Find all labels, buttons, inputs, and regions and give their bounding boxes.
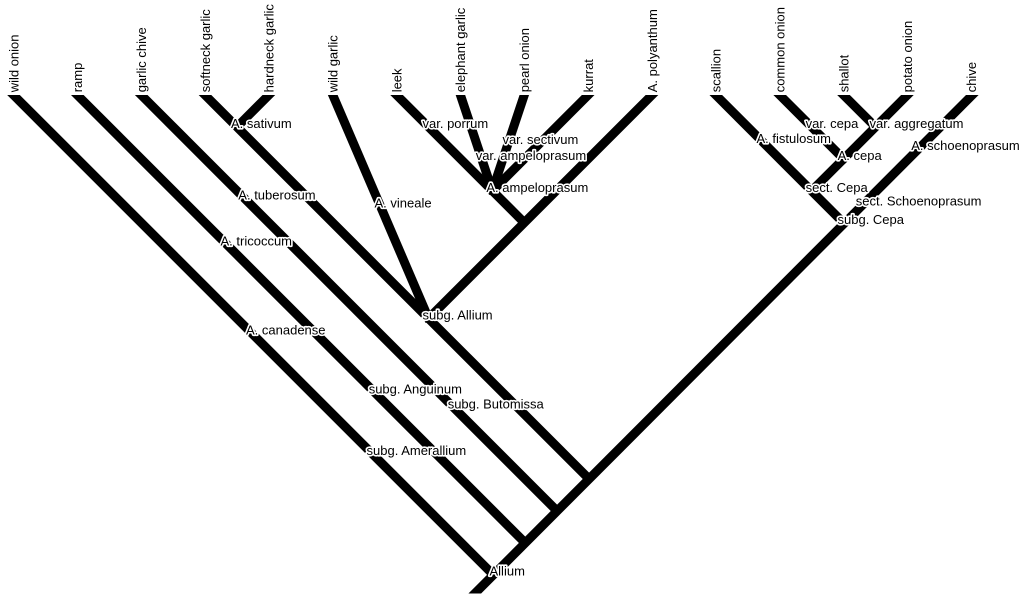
svg-text:subg. Butomissa: subg. Butomissa	[448, 397, 545, 412]
svg-text:var. porrum: var. porrum	[423, 116, 489, 131]
svg-text:ramp: ramp	[70, 63, 85, 93]
svg-text:var. cepa: var. cepa	[806, 116, 860, 131]
svg-text:subg. Allium: subg. Allium	[423, 308, 493, 323]
svg-text:softneck garlic: softneck garlic	[198, 9, 213, 93]
svg-text:A. sativum: A. sativum	[231, 116, 292, 131]
svg-text:garlic chive: garlic chive	[134, 27, 149, 92]
svg-text:A. fistulosum: A. fistulosum	[757, 131, 831, 146]
svg-text:shallot: shallot	[836, 54, 851, 92]
svg-text:var. ampeloprasum: var. ampeloprasum	[476, 148, 587, 163]
svg-text:subg. Amerallium: subg. Amerallium	[367, 443, 467, 458]
svg-text:pearl onion: pearl onion	[517, 28, 532, 92]
svg-text:Allium: Allium	[490, 564, 525, 579]
svg-text:A. tricoccum: A. tricoccum	[221, 233, 293, 248]
svg-text:elephant garlic: elephant garlic	[453, 7, 468, 92]
svg-text:A. tuberosum: A. tuberosum	[238, 187, 315, 202]
svg-text:A. cepa: A. cepa	[838, 148, 883, 163]
svg-text:A. polyanthum: A. polyanthum	[645, 9, 660, 92]
svg-text:A. schoenoprasum: A. schoenoprasum	[911, 138, 1019, 153]
svg-text:wild onion: wild onion	[6, 34, 21, 93]
svg-text:subg. Anguinum: subg. Anguinum	[369, 382, 462, 397]
svg-text:A. vineale: A. vineale	[375, 196, 432, 211]
svg-text:sect. Schoenoprasum: sect. Schoenoprasum	[856, 194, 982, 209]
svg-text:A. ampeloprasum: A. ampeloprasum	[486, 180, 588, 195]
svg-text:kurrat: kurrat	[581, 59, 596, 93]
svg-text:wild garlic: wild garlic	[326, 35, 341, 94]
svg-text:sect. Cepa: sect. Cepa	[806, 180, 869, 195]
svg-text:A. canadense: A. canadense	[246, 323, 326, 338]
svg-text:common onion: common onion	[773, 7, 788, 92]
svg-text:chive: chive	[964, 62, 979, 92]
svg-text:potato onion: potato onion	[900, 21, 915, 93]
svg-text:scallion: scallion	[709, 49, 724, 92]
svg-text:subg. Cepa: subg. Cepa	[838, 212, 905, 227]
svg-text:leek: leek	[389, 68, 404, 92]
svg-text:var. sectivum: var. sectivum	[502, 132, 578, 147]
svg-text:hardneck garlic: hardneck garlic	[262, 4, 277, 93]
svg-text:var. aggregatum: var. aggregatum	[870, 116, 964, 131]
